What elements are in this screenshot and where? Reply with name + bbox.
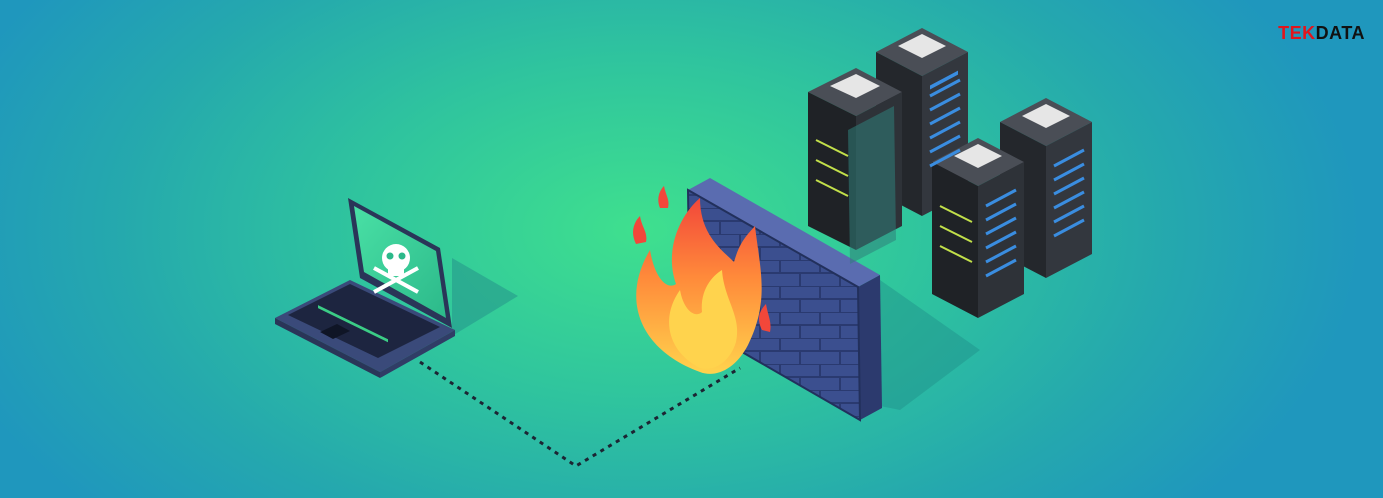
skull-crossbones-icon xyxy=(373,244,419,294)
server-rack-icon xyxy=(808,28,1092,318)
fire-icon xyxy=(633,186,771,374)
logo-part-data: DATA xyxy=(1315,23,1365,43)
connection-line xyxy=(419,360,741,468)
logo-part-tek: TEK xyxy=(1278,23,1316,43)
brick-wall-icon xyxy=(686,178,882,422)
laptop-icon xyxy=(275,198,518,378)
tekdata-logo: TEKDATA xyxy=(1278,24,1365,42)
